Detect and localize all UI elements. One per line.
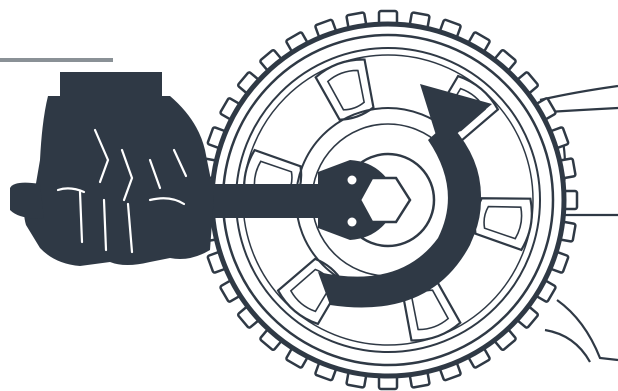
gloved-hand-icon (10, 72, 214, 266)
